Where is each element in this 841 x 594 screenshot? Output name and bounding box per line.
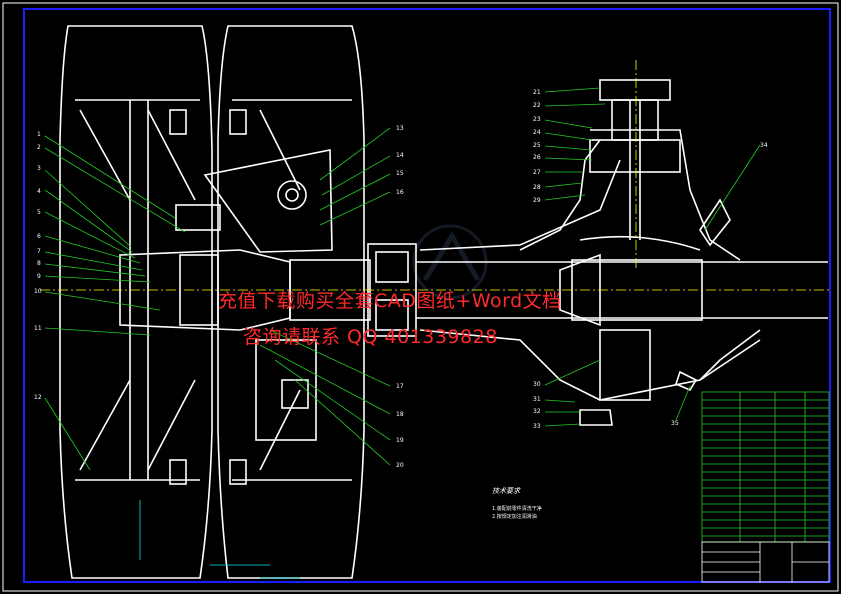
callout-19: 19	[396, 437, 404, 444]
tech-requirement-2: 2.按规定加注润滑油	[492, 514, 537, 520]
callout-18: 18	[396, 411, 404, 418]
callout-2: 2	[37, 144, 41, 151]
centerlines	[40, 60, 830, 291]
watermark-line-2: 咨询请联系 QQ 401339828	[243, 326, 498, 348]
tech-requirement-1: 1.装配前零件清洗干净	[492, 506, 542, 512]
leader-lines	[44, 87, 761, 471]
callout-23: 23	[533, 116, 541, 123]
callout-20: 20	[396, 462, 404, 469]
callout-6: 6	[37, 233, 41, 240]
callout-10: 10	[34, 288, 42, 295]
callout-28: 28	[533, 184, 541, 191]
callout-21: 21	[533, 89, 541, 96]
callout-17: 17	[396, 383, 404, 390]
callout-27: 27	[533, 169, 541, 176]
callout-3: 3	[37, 165, 41, 172]
callout-25: 25	[533, 142, 541, 149]
callout-31: 31	[533, 396, 541, 403]
callout-7: 7	[37, 248, 41, 255]
callout-35: 35	[671, 420, 679, 427]
callout-15: 15	[396, 170, 404, 177]
parts-list-table	[701, 391, 830, 583]
callout-labels: 1 2 3 4 5 6 7 8 9 10 11 12 13 14 15 16 1…	[34, 89, 768, 469]
watermark-line-1: 充值下载购买全套CAD图纸+Word文档	[218, 290, 562, 312]
callout-24: 24	[533, 129, 541, 136]
callout-29: 29	[533, 197, 541, 204]
callout-22: 22	[533, 102, 541, 109]
callout-8: 8	[37, 260, 41, 267]
callout-1: 1	[37, 131, 41, 138]
tech-requirements-title: 技术要求	[492, 487, 520, 495]
callout-9: 9	[37, 273, 41, 280]
callout-11: 11	[34, 325, 42, 332]
callout-12: 12	[34, 394, 42, 401]
callout-33: 33	[533, 423, 541, 430]
callout-5: 5	[37, 209, 41, 216]
callout-30: 30	[533, 381, 541, 388]
callout-14: 14	[396, 152, 404, 159]
callout-34: 34	[760, 142, 768, 149]
callout-13: 13	[396, 125, 404, 132]
dimension-lines	[139, 500, 300, 579]
differential-assembly	[419, 79, 761, 426]
inner-border	[23, 8, 831, 583]
callout-26: 26	[533, 154, 541, 161]
callout-16: 16	[396, 189, 404, 196]
callout-32: 32	[533, 408, 541, 415]
callout-4: 4	[37, 188, 41, 195]
